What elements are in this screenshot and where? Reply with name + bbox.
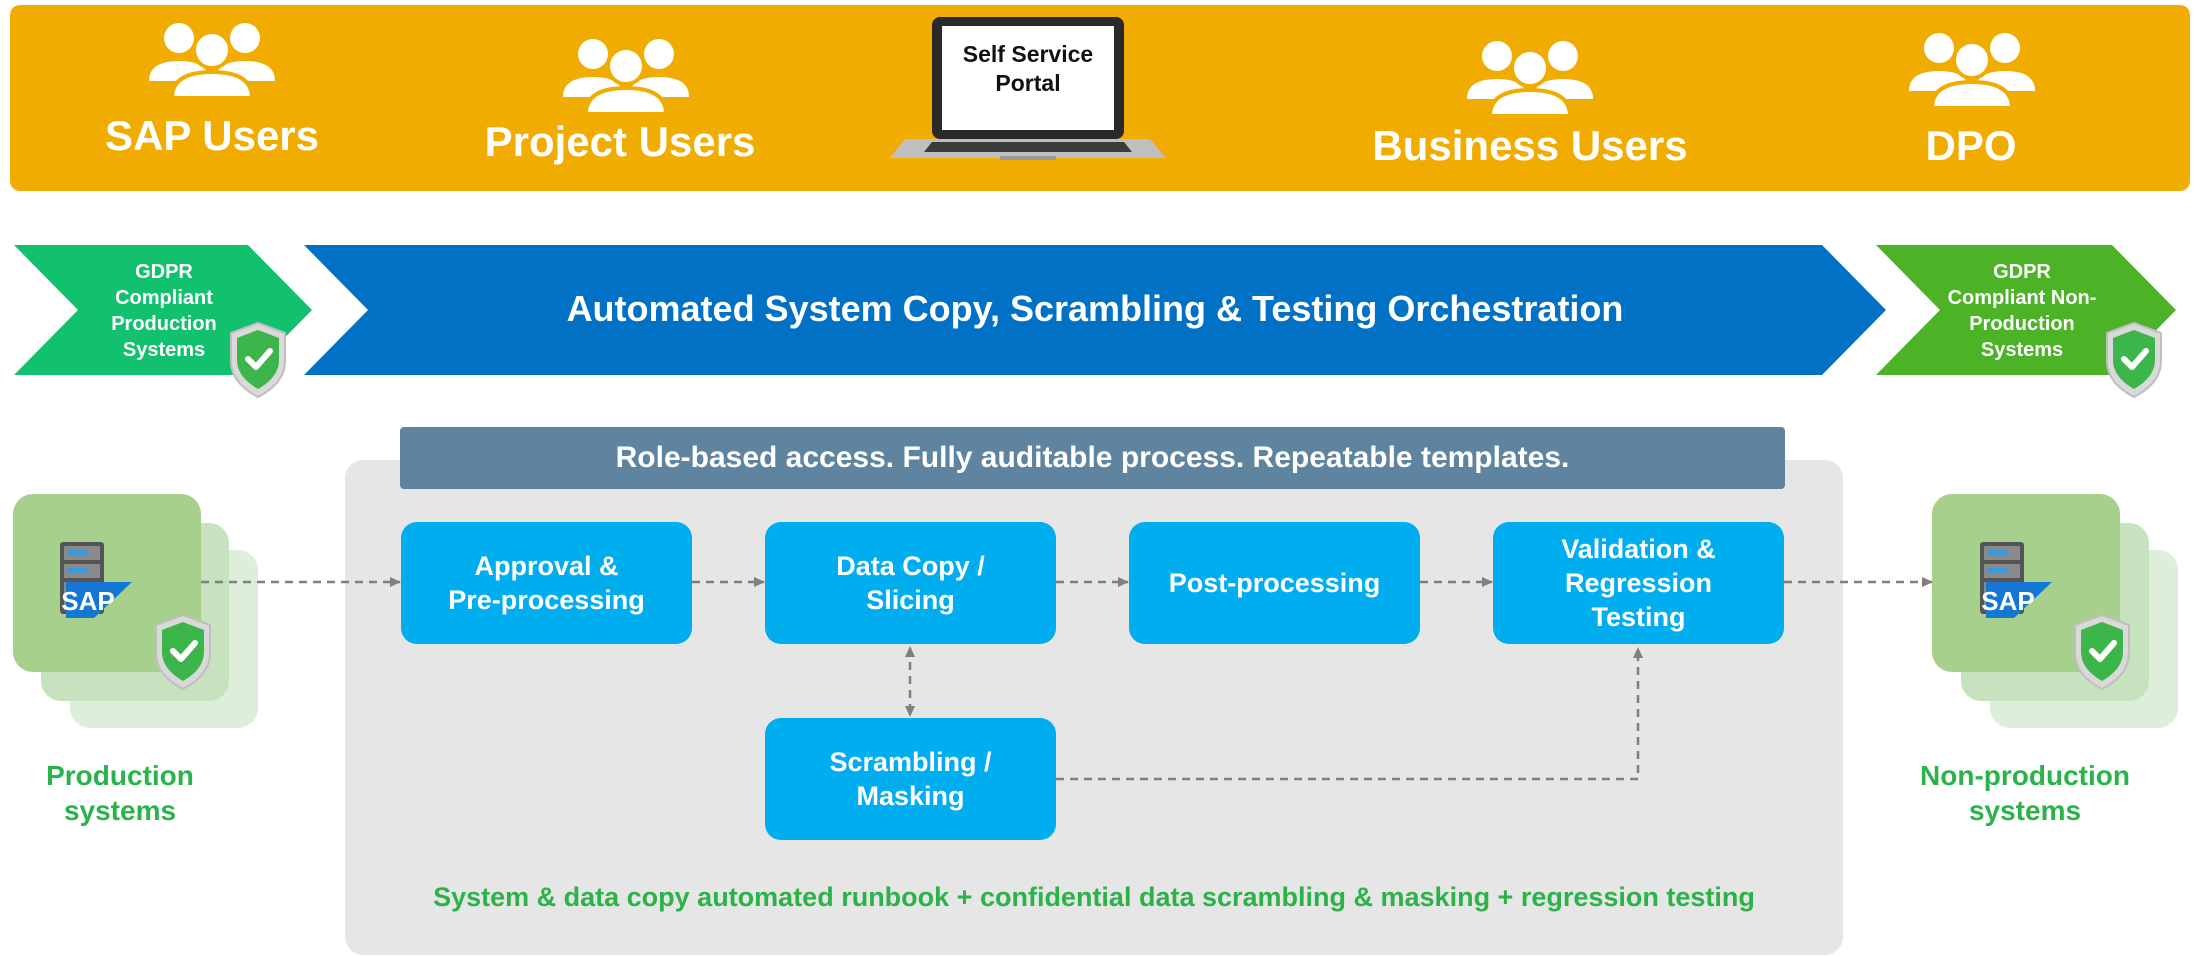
step-line: Scrambling / — [829, 747, 992, 777]
production-systems-stack — [13, 494, 258, 728]
gdpr-left-line: Compliant — [115, 287, 213, 309]
project-users-label: Project Users — [484, 118, 756, 165]
step-line: Post-processing — [1168, 568, 1381, 598]
nonproduction-systems-label: Non-production systems — [1895, 758, 2155, 828]
laptop-icon — [890, 17, 1166, 160]
self-service-portal-label: Self Service Portal — [942, 40, 1114, 98]
step-line: Masking — [856, 781, 965, 811]
production-systems-label: Production systems — [20, 758, 220, 828]
gdpr-compliant-nonproduction-arrow — [1876, 245, 2176, 375]
step-line: Pre-processing — [448, 585, 645, 615]
nonproduction-systems-stack — [1932, 494, 2178, 728]
gdpr-left-line: GDPR — [135, 261, 193, 283]
role-based-access-bar: Role-based access. Fully auditable proce… — [400, 427, 1785, 489]
dpo-label: DPO — [1925, 122, 2017, 169]
label-line: systems — [63, 795, 177, 826]
step-post-processing: Post-processing — [1129, 522, 1420, 644]
gdpr-right-line: Production — [1969, 313, 2075, 335]
sap-users-label: SAP Users — [104, 112, 320, 159]
connector-scrambling-to-validation — [1056, 647, 1643, 781]
step-approval-preprocessing: Approval & Pre-processing — [401, 522, 692, 644]
gdpr-left-line: Production — [111, 313, 217, 335]
label-line: Non-production — [1920, 760, 2130, 791]
step-line: Approval & — [474, 551, 619, 581]
step-line: Validation & — [1561, 534, 1716, 564]
gdpr-left-label: GDPR Compliant Production Systems — [96, 259, 232, 363]
orchestration-arrow — [304, 245, 1886, 375]
business-users-label: Business Users — [1372, 122, 1688, 169]
label-line: systems — [1968, 795, 2082, 826]
step-line: Slicing — [866, 585, 955, 615]
gdpr-right-label: GDPR Compliant Non- Production Systems — [1938, 259, 2106, 363]
step-scrambling-masking: Scrambling / Masking — [765, 718, 1056, 840]
gdpr-right-line: GDPR — [1993, 261, 2051, 283]
step-line: Testing — [1591, 602, 1686, 632]
step-data-copy-slicing: Data Copy / Slicing — [765, 522, 1056, 644]
portal-line-1: Self Service — [962, 41, 1094, 67]
gdpr-right-line: Systems — [1980, 339, 2064, 361]
gdpr-right-line: Compliant Non- — [1947, 287, 2097, 309]
orchestration-title: Automated System Copy, Scrambling & Test… — [566, 288, 1624, 329]
step-line: Data Copy / — [836, 551, 985, 581]
portal-line-2: Portal — [995, 70, 1061, 96]
label-line: Production — [46, 760, 194, 791]
step-line: Regression — [1564, 568, 1713, 598]
process-summary-text: System & data copy automated runbook + c… — [433, 882, 1755, 912]
gdpr-left-line: Systems — [122, 339, 206, 361]
